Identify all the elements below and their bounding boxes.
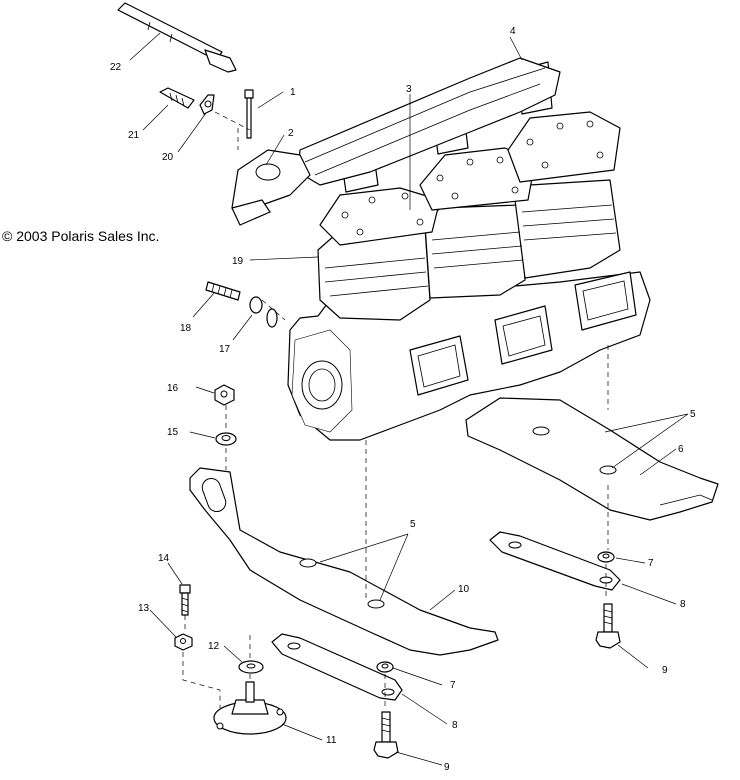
- bolt-9-left: [373, 711, 399, 759]
- oring: [266, 308, 278, 328]
- fitting-21: [159, 87, 195, 109]
- callout-12: 12: [208, 641, 220, 652]
- washer-17: [249, 296, 263, 314]
- callout-2: 2: [288, 128, 294, 139]
- washer-12: [238, 660, 264, 674]
- callout-16: 16: [167, 383, 179, 394]
- strap-8-right: [489, 531, 621, 591]
- washer-7-right: [597, 551, 615, 563]
- callout-7-left: 7: [450, 680, 456, 691]
- callout-18: 18: [180, 323, 192, 334]
- callout-5-left: 5: [410, 519, 416, 530]
- callout-labels: 4 3 1 2 22 21 20 19 18 17 16 15 5 6 7 8 …: [110, 26, 696, 773]
- cylinder-1: [317, 227, 431, 321]
- callout-21: 21: [128, 130, 140, 141]
- callout-22: 22: [110, 62, 122, 73]
- callout-19: 19: [232, 256, 244, 267]
- washer-7-left: [376, 661, 394, 673]
- leader-lines: [129, 32, 689, 766]
- bolt-14: [179, 584, 191, 616]
- callout-3: 3: [406, 84, 412, 95]
- engine-assembly: [231, 57, 651, 441]
- callout-10: 10: [458, 584, 470, 595]
- callout-13: 13: [138, 603, 150, 614]
- nut-16: [214, 384, 235, 406]
- callout-9-left: 9: [444, 762, 450, 773]
- callout-6: 6: [678, 444, 684, 455]
- bolt-9-right: [595, 603, 621, 649]
- clamp-20: [199, 94, 215, 115]
- callout-9-right: 9: [662, 665, 668, 676]
- stud-1: [244, 89, 254, 139]
- cylinder-head-3: [507, 111, 621, 183]
- callout-7-right: 7: [648, 558, 654, 569]
- spring-18: [205, 281, 241, 301]
- nut-13: [174, 633, 193, 651]
- mount-plate-10: [189, 467, 499, 656]
- washer-15: [215, 432, 237, 446]
- callout-5-right: 5: [690, 409, 696, 420]
- exhaust-manifold: [297, 57, 561, 186]
- callout-20: 20: [162, 152, 174, 163]
- callout-1: 1: [290, 87, 296, 98]
- rubber-mount-11: [213, 681, 287, 735]
- copyright-notice: © 2003 Polaris Sales Inc.: [2, 228, 160, 244]
- cylinder-2: [424, 204, 526, 299]
- cylinder-3: [514, 179, 621, 279]
- callout-14: 14: [158, 553, 170, 564]
- hose-22: [117, 2, 237, 73]
- callout-15: 15: [167, 427, 179, 438]
- mount-plate-6: [465, 397, 719, 521]
- callout-8-left: 8: [452, 720, 458, 731]
- strap-8-left: [271, 633, 403, 701]
- callout-4: 4: [510, 26, 516, 37]
- callout-11: 11: [326, 735, 337, 746]
- callout-17: 17: [219, 344, 231, 355]
- callout-8-right: 8: [680, 599, 686, 610]
- assembly-lines: [182, 111, 609, 708]
